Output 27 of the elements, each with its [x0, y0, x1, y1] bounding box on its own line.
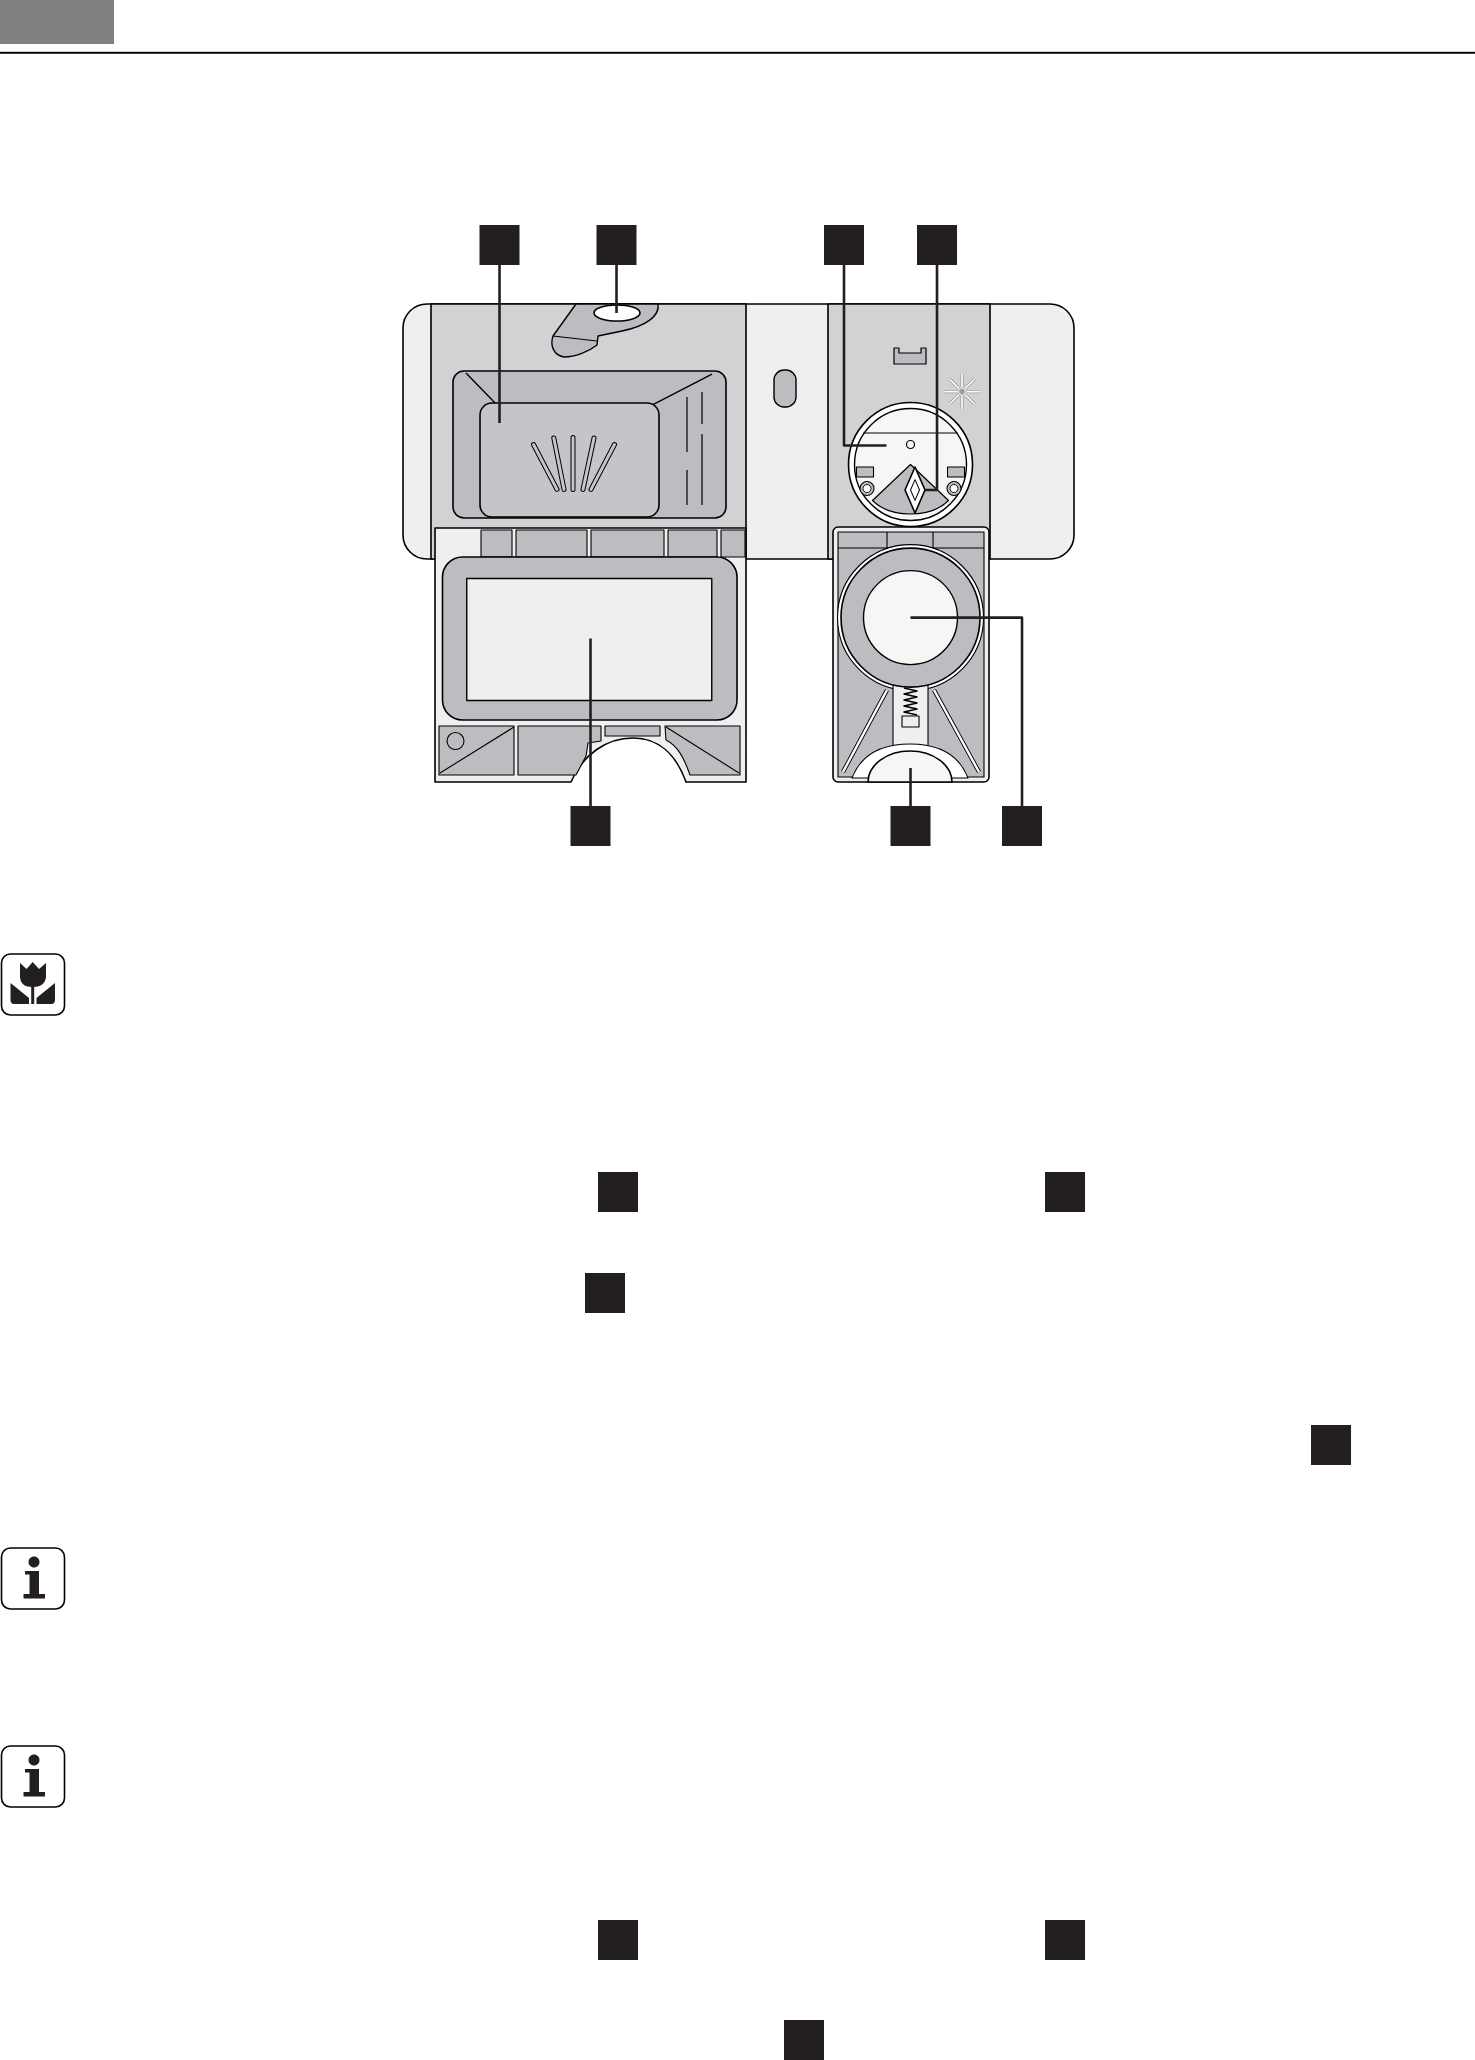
callout-marker — [824, 225, 864, 265]
leader-line — [498, 265, 501, 423]
callout-marker — [890, 806, 931, 846]
callout-marker — [1311, 1425, 1351, 1465]
callout-marker — [598, 1172, 638, 1212]
callout-marker — [598, 1920, 638, 1960]
callout-marker — [1045, 1920, 1085, 1960]
callout-marker — [784, 2020, 824, 2060]
callout-marker — [570, 806, 611, 846]
button — [593, 304, 641, 322]
leader-line — [615, 265, 618, 313]
leader-line — [842, 265, 887, 447]
callout-marker — [479, 225, 520, 265]
dial — [847, 401, 974, 528]
compartment — [441, 556, 738, 721]
cap — [840, 547, 981, 688]
callout-marker — [1045, 1172, 1085, 1212]
callout-marker — [1002, 806, 1042, 846]
leader-line — [909, 768, 912, 806]
callout-marker — [596, 225, 637, 265]
leader-line — [910, 616, 1024, 806]
callout-marker — [585, 1273, 625, 1313]
pointer — [904, 466, 926, 514]
callout-marker — [917, 225, 957, 265]
lid — [479, 402, 660, 518]
leader-line — [925, 265, 939, 492]
handle — [867, 750, 953, 783]
